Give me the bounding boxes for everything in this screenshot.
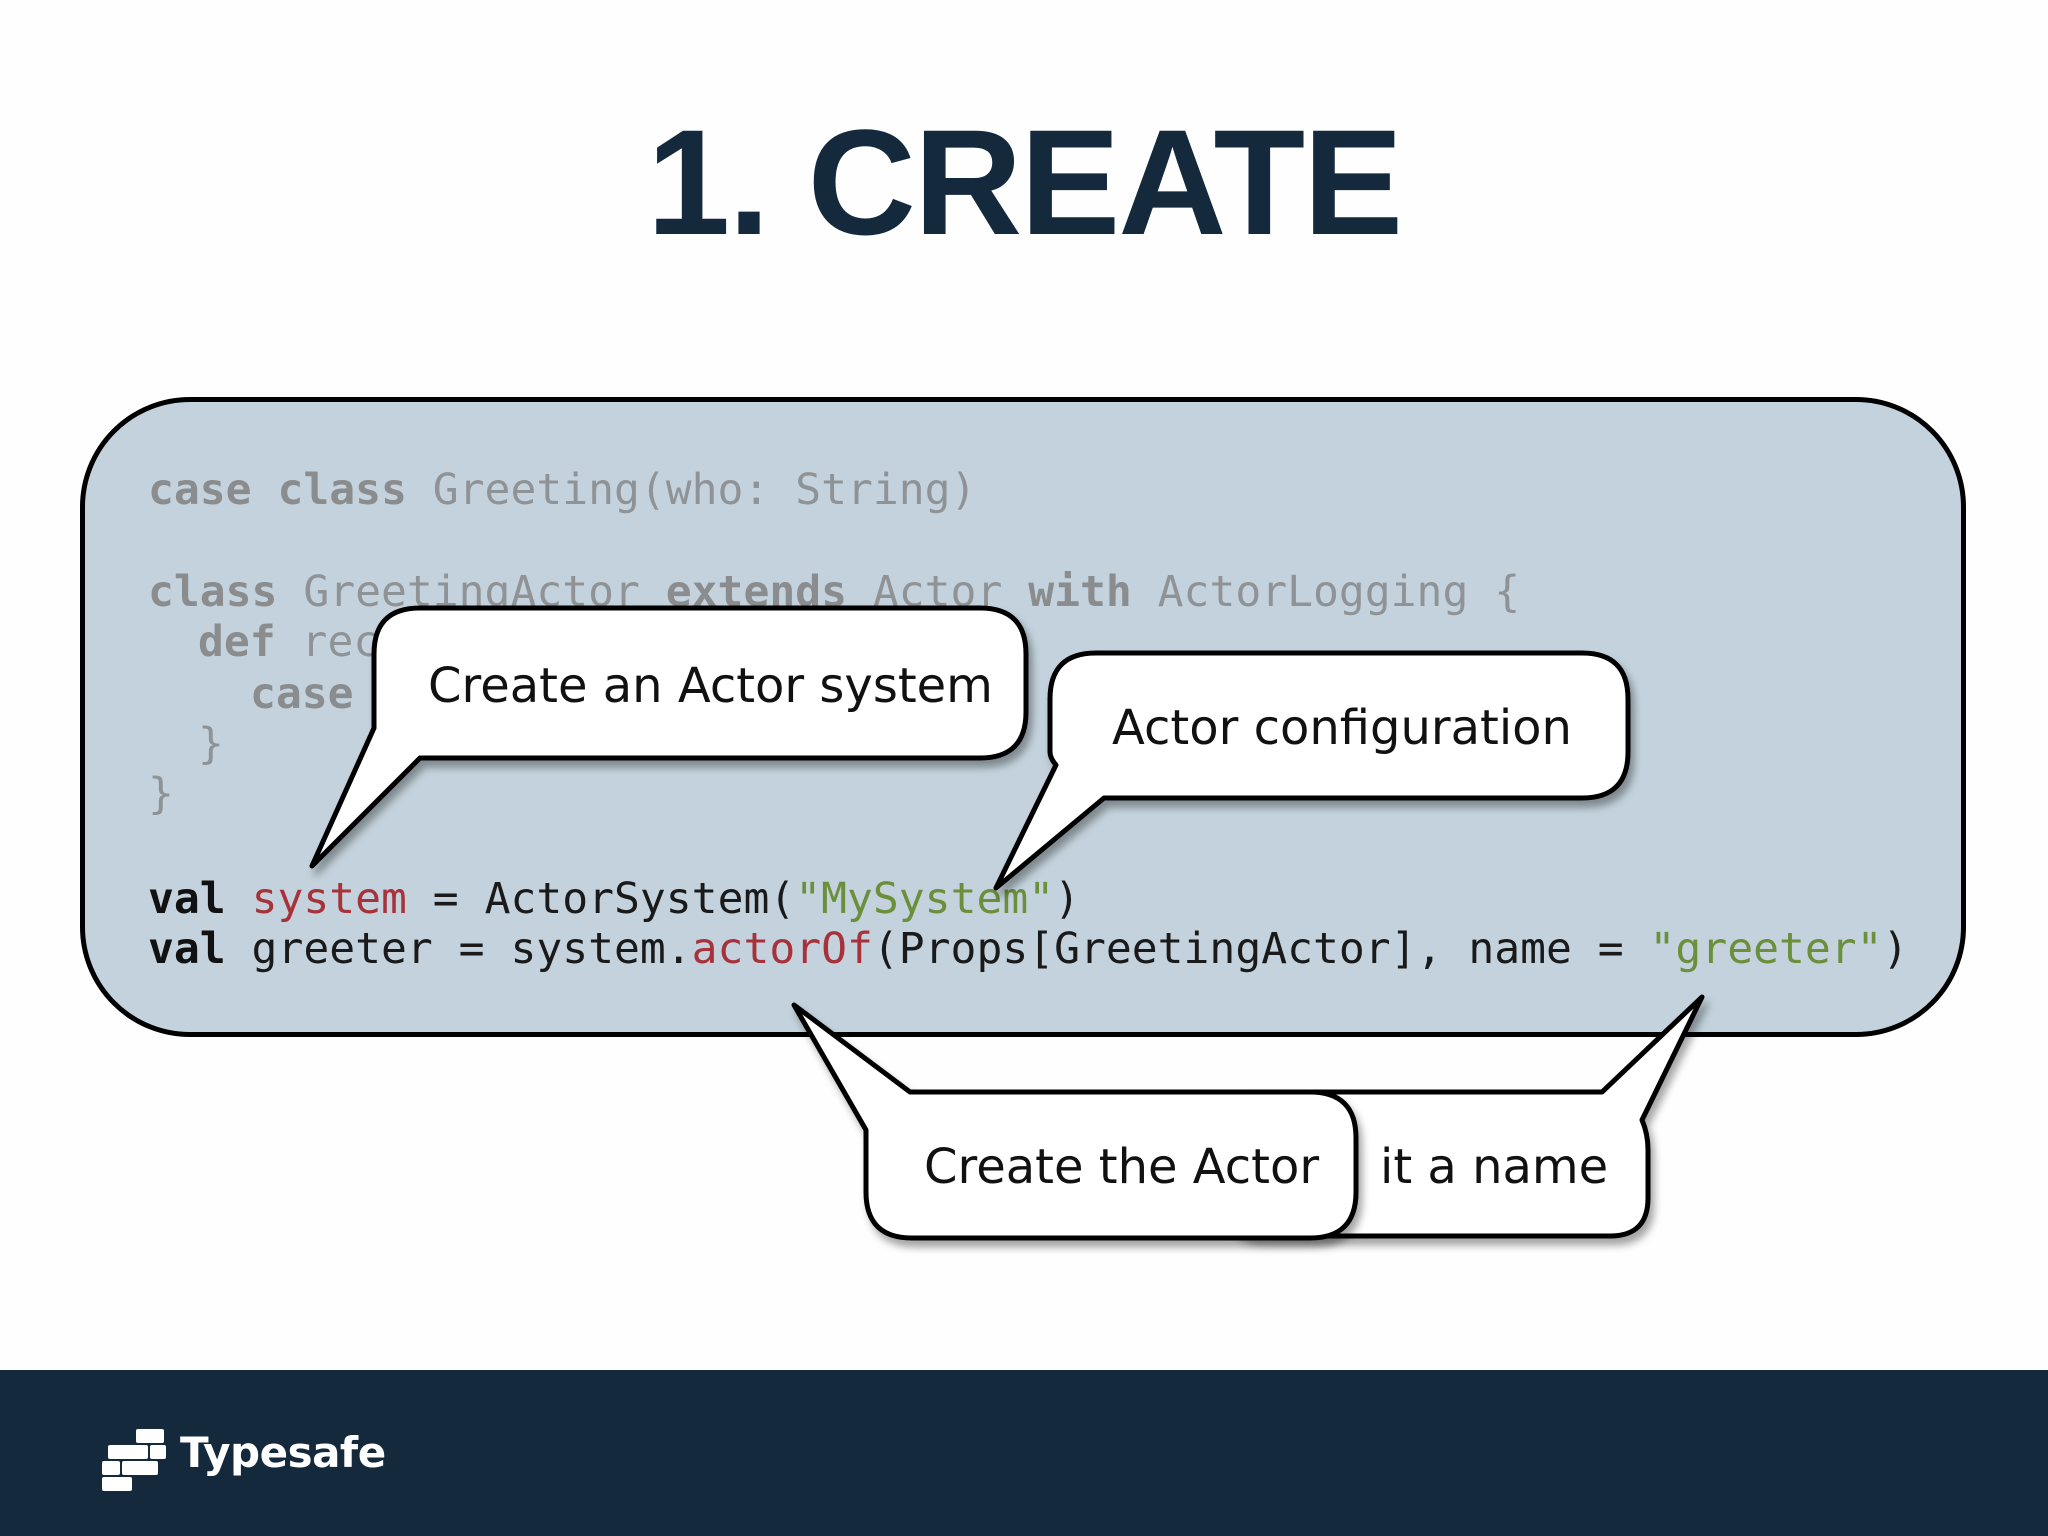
- code-keyword: with: [1028, 567, 1132, 617]
- code-line-8: val greeter = system.actorOf(Props[Greet…: [148, 924, 1908, 974]
- code-text: Actor: [847, 567, 1029, 617]
- code-line-4: case: [250, 669, 354, 719]
- code-text: greeter = system.: [225, 924, 692, 974]
- code-line-7: val system = ActorSystem("MySystem"): [148, 874, 1080, 924]
- code-line-2: class GreetingActor extends Actor with A…: [148, 567, 1520, 617]
- code-method: actorOf: [691, 924, 873, 974]
- code-text: }: [198, 719, 224, 769]
- typesafe-logo-icon: [102, 1429, 166, 1491]
- code-text: = ActorSystem(: [406, 874, 796, 924]
- code-text: rec: [275, 617, 380, 667]
- code-keyword: def: [198, 617, 276, 667]
- slide-title: 1. CREATE: [646, 98, 1403, 266]
- callout-create-actor-label: Create the Actor: [924, 1139, 1320, 1195]
- code-text: (Props[GreetingActor], name =: [872, 924, 1650, 974]
- code-line-1: case class Greeting(who: String): [148, 465, 976, 515]
- code-text: }: [148, 769, 174, 819]
- code-text: Greeting(who: String): [406, 465, 977, 515]
- code-keyword: case class: [148, 465, 407, 515]
- code-keyword: class: [148, 567, 278, 617]
- callout-give-name-label: it a name: [1380, 1139, 1609, 1195]
- brand-name: Typesafe: [180, 1428, 386, 1477]
- footer-bar: Typesafe: [0, 1370, 2048, 1536]
- code-keyword: val: [148, 924, 226, 974]
- callout-create-actor-bubble: [791, 1002, 1359, 1241]
- code-text: ): [1054, 874, 1081, 924]
- code-keyword: case: [250, 669, 354, 719]
- code-text: ActorLogging {: [1131, 567, 1521, 617]
- code-string: "greeter": [1649, 924, 1883, 974]
- code-keyword: val: [148, 874, 226, 924]
- code-line-6: }: [148, 769, 174, 819]
- callout-actor-config-label: Actor configuration: [1112, 700, 1572, 756]
- code-string: "MySystem": [795, 874, 1055, 924]
- code-text: ): [1882, 924, 1909, 974]
- callout-create-system-label: Create an Actor system: [428, 658, 993, 714]
- code-variable: system: [251, 874, 407, 924]
- code-keyword: extends: [665, 567, 847, 617]
- code-line-3: def rec: [198, 617, 379, 667]
- code-line-5: }: [198, 719, 224, 769]
- code-text: GreetingActor: [277, 567, 666, 617]
- code-text: [226, 874, 252, 924]
